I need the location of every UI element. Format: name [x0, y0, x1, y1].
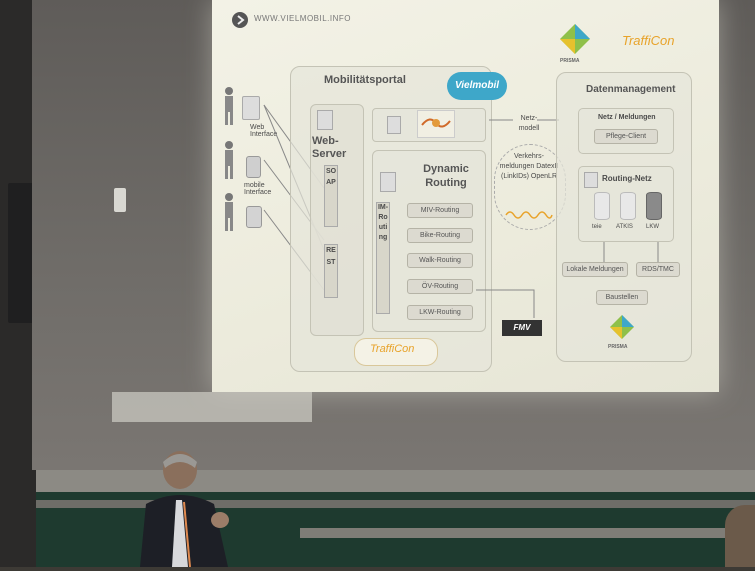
person-icon — [222, 86, 236, 130]
audience-head — [725, 505, 755, 567]
prisma-bottom-logo-icon — [609, 314, 635, 340]
trafficon-badge — [354, 338, 438, 366]
presenter-person — [132, 448, 242, 568]
person-icon — [222, 140, 236, 184]
database-icon — [620, 192, 636, 220]
web-interface-label: Web Interface — [250, 124, 278, 138]
tablet-icon — [246, 206, 262, 228]
trafficon-logo: TraffiCon — [622, 33, 675, 48]
slide-url: WWW.VIELMOBIL.INFO — [254, 14, 352, 23]
doc-icon — [584, 172, 598, 188]
board-rail — [36, 500, 755, 508]
doc-icon — [380, 172, 396, 192]
web-server-label: Web-Server — [312, 135, 347, 160]
wall-speaker — [8, 183, 34, 323]
wave-icon — [505, 211, 553, 219]
rds-tmc-button[interactable]: RDS/TMC — [636, 262, 680, 277]
netz-meldungen-label: Netz / Meldungen — [598, 114, 656, 121]
dynamic-routing-label: Dynamic Routing — [423, 163, 469, 189]
database-icon — [646, 192, 662, 220]
projected-slide: WWW.VIELMOBIL.INFO PRISMA TraffiCon Web … — [212, 0, 719, 392]
walk-routing-button[interactable]: Walk-Routing — [407, 253, 473, 268]
rest-interface: REST — [324, 244, 338, 298]
pflege-client-button[interactable]: Pflege-Client — [594, 129, 658, 144]
portal-title: Mobilitätsportal — [324, 74, 406, 86]
lokale-meldungen-button[interactable]: Lokale Meldungen — [562, 262, 628, 277]
server-doc-icon — [317, 110, 333, 130]
fmv-logo: FMV — [502, 320, 542, 336]
netzmodell-arrows — [489, 119, 559, 121]
miv-routing-button[interactable]: MIV-Routing — [407, 203, 473, 218]
datenmanagement-title: Datenmanagement — [586, 84, 676, 95]
osm-map-icon — [417, 110, 455, 138]
board-rail — [36, 470, 755, 492]
netzmodell-label: Netz-modell — [518, 115, 540, 132]
lkw-routing-button[interactable]: LKW-Routing — [407, 305, 473, 320]
board-rail — [300, 528, 755, 538]
oev-routing-button[interactable]: ÖV-Routing — [407, 279, 473, 294]
im-routing-box: IM-Routing — [376, 202, 390, 314]
verkehrsmeldungen-label: Verkehrs-meldungen DatexII (LinkIDs) Ope… — [499, 153, 559, 180]
prisma-bottom-logo-text: PRISMA — [608, 344, 628, 350]
wall-outlet — [114, 188, 126, 212]
db-label: LKW — [646, 224, 660, 230]
database-icon — [594, 192, 610, 220]
datenmanagement-arrows — [603, 242, 659, 262]
doc-icon — [387, 116, 401, 134]
db-label: ATKIS — [616, 224, 633, 230]
db-label: teie — [592, 224, 602, 230]
prisma-logo-text: PRISMA — [560, 58, 580, 64]
nav-arrow-icon — [232, 12, 248, 28]
vielmobil-logo: Vielmobil — [447, 72, 507, 100]
baustellen-button[interactable]: Baustellen — [596, 290, 648, 305]
bike-routing-button[interactable]: Bike-Routing — [407, 228, 473, 243]
web-browser-icon — [242, 96, 260, 120]
mobile-phone-icon — [246, 156, 261, 178]
prisma-logo-icon — [558, 22, 592, 56]
trafficon-bottom-logo: TraffiCon — [370, 343, 415, 355]
soap-interface: SOAP — [324, 165, 338, 227]
person-icon — [222, 192, 236, 236]
projected-taskbar — [112, 392, 312, 422]
mobile-interface-label: mobile Interface — [244, 182, 272, 196]
fmv-connector — [476, 289, 535, 318]
routing-netz-label: Routing-Netz — [602, 174, 652, 183]
